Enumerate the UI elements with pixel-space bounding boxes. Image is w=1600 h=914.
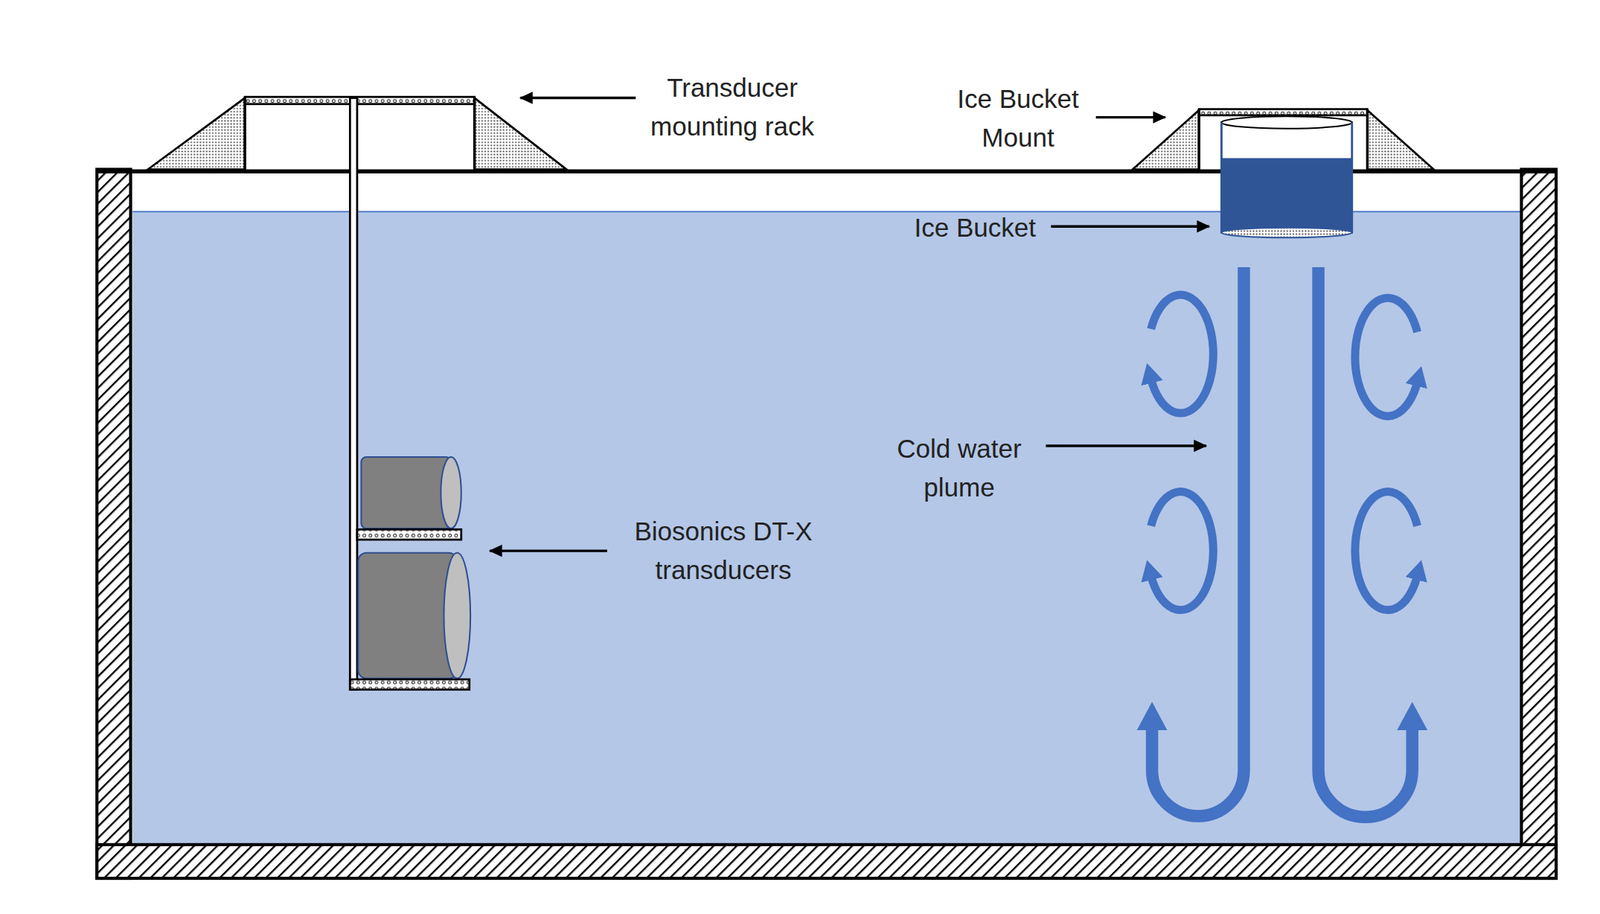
transducers <box>349 456 471 690</box>
ice-bucket <box>1221 116 1353 238</box>
rack-label: Transducer mounting rack <box>635 68 830 146</box>
water <box>132 211 1521 845</box>
tank-walls <box>96 169 1557 879</box>
mount-label: Ice Bucket Mount <box>943 79 1093 158</box>
leader-arrows <box>489 98 1210 552</box>
plume-arrows <box>1151 267 1418 818</box>
transducer-rack <box>148 96 567 690</box>
transducer-label: Biosonics DT-X transducers <box>622 512 824 590</box>
plume-label: Cold water plume <box>884 429 1034 507</box>
bucket-label: Ice Bucket <box>864 208 1036 248</box>
